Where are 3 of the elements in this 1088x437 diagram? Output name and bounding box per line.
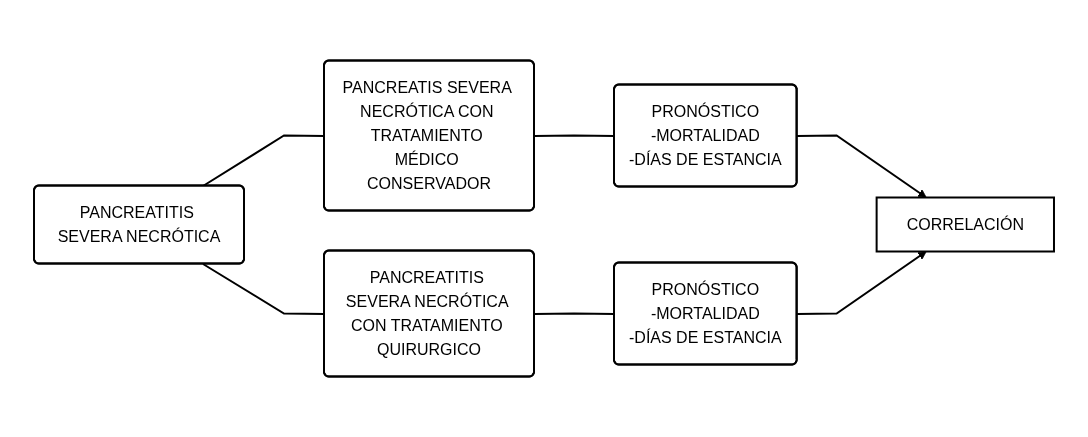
- arrow: [796, 251, 927, 315]
- arrow: [796, 134, 927, 198]
- node-box: CORRELACIÓN: [875, 196, 1055, 253]
